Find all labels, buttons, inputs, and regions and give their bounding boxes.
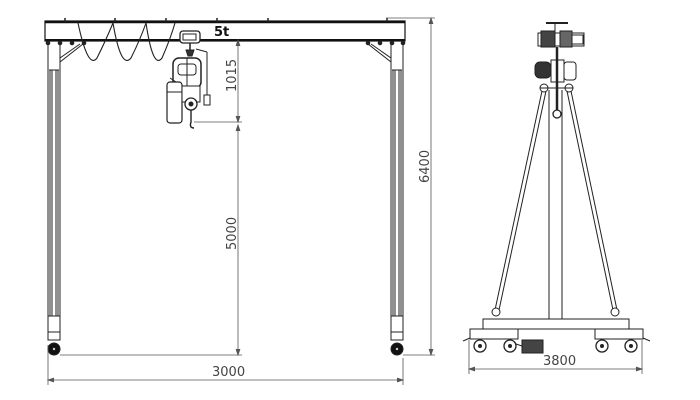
festoon-cable: [77, 21, 176, 61]
left-leg: [47, 43, 84, 356]
side-dimensions: [467, 340, 644, 374]
electric-chain-hoist: [166, 30, 211, 129]
trolley: [537, 22, 585, 48]
front-dimensions: [46, 16, 435, 385]
caster-base: [462, 318, 651, 354]
hoist-motor: [534, 47, 577, 119]
capacity-label: 5t: [214, 25, 229, 40]
front-view: 5t: [44, 18, 406, 356]
dimension-6400: 6400: [418, 150, 433, 183]
side-view: [462, 22, 651, 354]
dimension-1015: 1015: [225, 59, 240, 92]
dimension-5000: 5000: [225, 217, 240, 250]
dimension-3000: 3000: [212, 365, 245, 380]
dimension-3800: 3800: [543, 354, 576, 369]
caster-wheel-icon: [473, 339, 638, 353]
right-leg: [367, 43, 404, 356]
a-frame: [491, 83, 620, 320]
